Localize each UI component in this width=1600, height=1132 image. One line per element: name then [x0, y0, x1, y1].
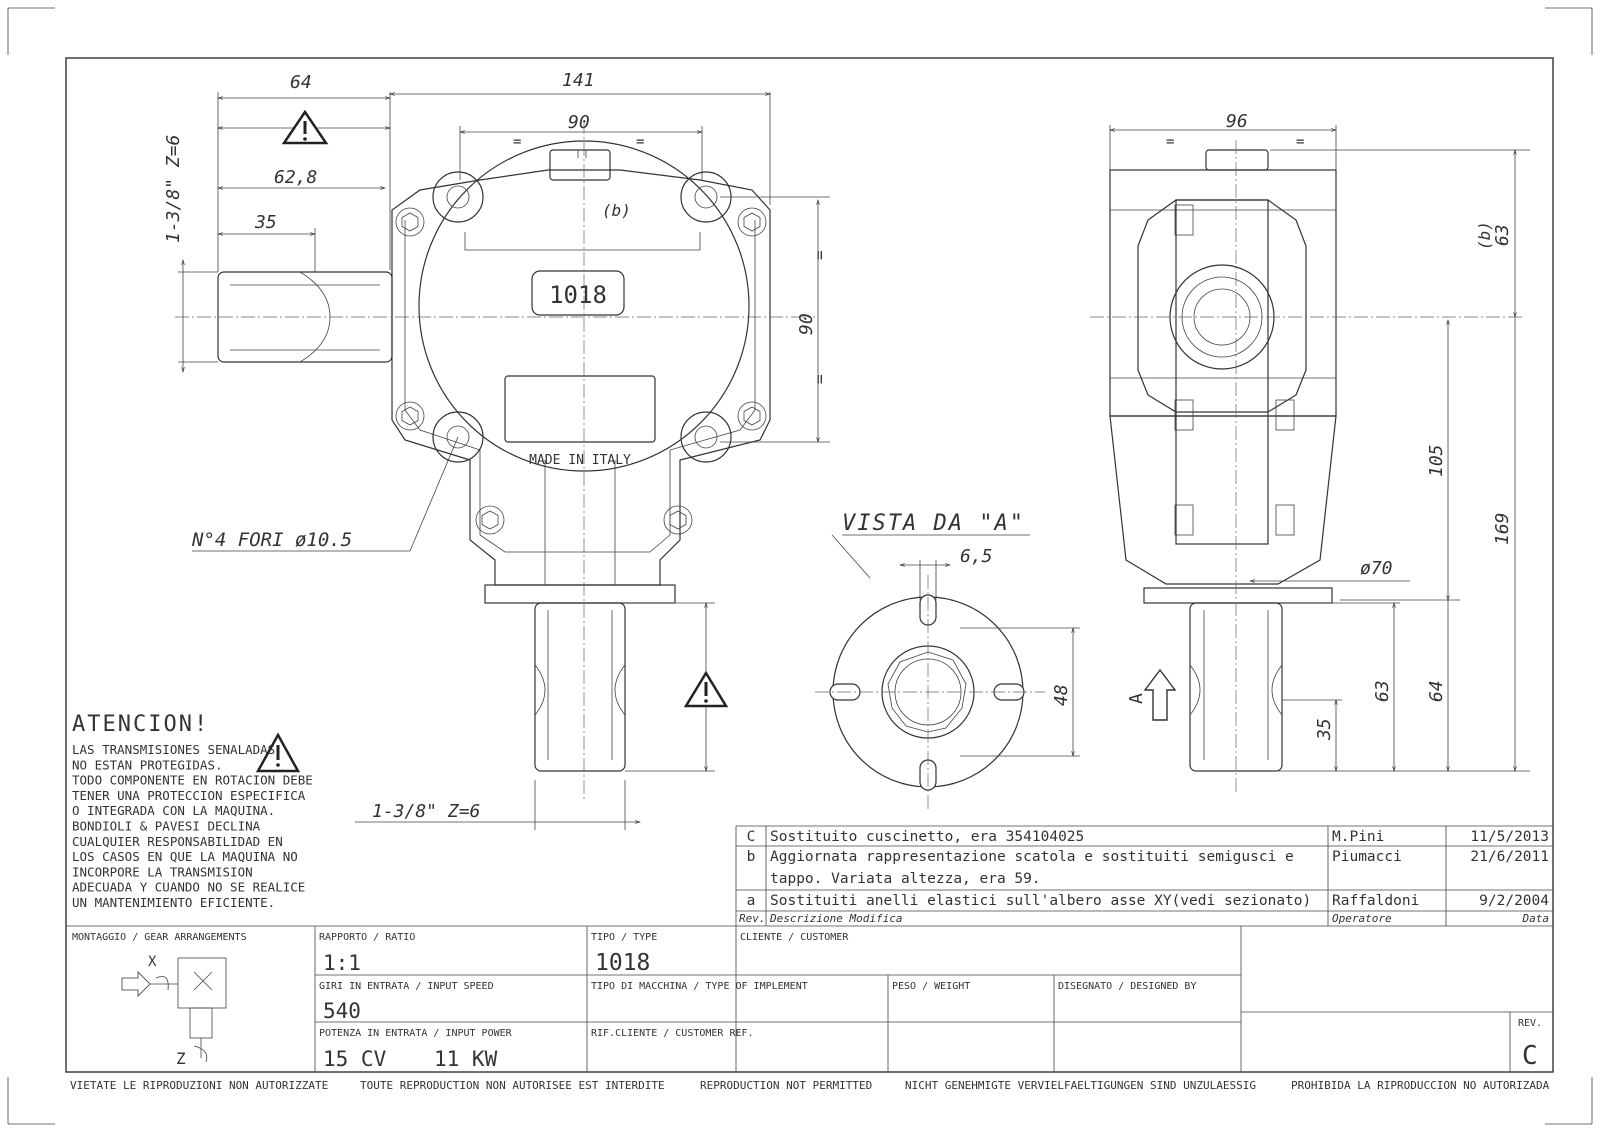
dim-90-top: 90: [568, 112, 590, 133]
dim-35-side: 35: [1314, 718, 1335, 741]
rev-header-date: Data: [1522, 912, 1550, 925]
revision-date: 9/2/2004: [1479, 893, 1549, 909]
front-view: 64 141 90 62,8 35 1-3/8" Z=6 (b) 1018 90…: [163, 70, 830, 830]
rev-header-operator: Operatore: [1332, 912, 1392, 925]
drawing-frame: [65, 57, 1554, 1073]
warning-line: INCORPORE LA TRANSMISION: [72, 864, 253, 879]
dim-62-8: 62,8: [274, 167, 317, 188]
title-block: X Z MONTAGGIO / GEAR ARRANGEMENTS RAPPOR…: [66, 925, 1553, 1072]
revision-operator: Piumacci: [1332, 849, 1402, 865]
montaggio-label: MONTAGGIO / GEAR ARRANGEMENTS: [72, 932, 247, 943]
warning-title: ATENCION!: [72, 712, 209, 737]
equal-mark-upper: =: [810, 250, 829, 260]
warning-line: LOS CASOS EN QUE LA MAQUINA NO: [72, 849, 298, 864]
footer-fr: TOUTE REPRODUCTION NON AUTORISEE EST INT…: [360, 1079, 665, 1092]
revision-operator: M.Pini: [1332, 829, 1384, 845]
ratio-label: RAPPORTO / RATIO: [319, 932, 415, 943]
footer-notices: VIETATE LE RIPRODUZIONI NON AUTORIZZATE …: [70, 1079, 1550, 1092]
dim-6-5: 6,5: [960, 546, 993, 567]
revision-description: Sostituiti anelli elastici sull'albero a…: [770, 893, 1311, 909]
rev-value: C: [1522, 1041, 1538, 1071]
label-b: (b): [602, 201, 631, 220]
dim-141: 141: [562, 70, 595, 91]
detail-view-a: VISTA DA "A" 6,5 48: [815, 511, 1080, 810]
shaft-spec-left: 1-3/8" Z=6: [163, 135, 184, 243]
warning-line: CUALQUIER RESPONSABILIDAD EN: [72, 834, 283, 849]
designed-label: DISEGNATO / DESIGNED BY: [1058, 981, 1196, 992]
footer-es: PROHIBIDA LA RIPRODUCCION NO AUTORIZADA: [1291, 1079, 1550, 1092]
revision-description: Sostituito cuscinetto, era 354104025: [770, 829, 1084, 845]
rev-header-rev: Rev.: [739, 912, 766, 925]
power-label: POTENZA IN ENTRATA / INPUT POWER: [319, 1028, 513, 1039]
corner-marks: [7, 7, 1593, 1125]
warning-line: UN MANTENIMIENTO EFICIENTE.: [72, 895, 275, 910]
side-view: 96 = = (b) 63 105 169 ø70 35 63 64 A: [1090, 111, 1530, 795]
rev-label: REV.: [1518, 1018, 1542, 1029]
revision-description: Aggiornata rappresentazione scatola e so…: [770, 849, 1294, 865]
view-arrow-icon: [1143, 668, 1177, 721]
dim-dia-70: ø70: [1360, 558, 1393, 579]
dim-64: 64: [290, 72, 312, 93]
tipo-label: TIPO / TYPE: [591, 932, 657, 943]
warning-triangle-icon: [683, 670, 729, 708]
revision-letter: a: [747, 893, 756, 909]
axis-x-label: X: [148, 954, 157, 970]
revision-description-cont: tappo. Variata altezza, era 59.: [770, 871, 1041, 887]
rev-header-desc: Descrizione Modifica: [769, 912, 902, 925]
made-in-italy: MADE IN ITALY: [529, 453, 631, 468]
dim-63-top: 63: [1492, 224, 1513, 246]
warning-line: NO ESTAN PROTEGIDAS.: [72, 757, 223, 772]
footer-de: NICHT GENEHMIGTE VERVIELFAELTIGUNGEN SIN…: [905, 1079, 1256, 1092]
revision-table: C Sostituito cuscinetto, era 354104025 M.P…: [735, 825, 1553, 927]
gear-arrangement-icon: [121, 957, 227, 1063]
warning-line: TENER UNA PROTECCION ESPECIFICA: [72, 788, 306, 803]
model-number: 1018: [549, 281, 607, 309]
power-cv: 15 CV: [323, 1047, 387, 1071]
cliente-label: CLIENTE / CUSTOMER: [740, 932, 849, 943]
revision-letter: b: [747, 849, 756, 865]
dim-48: 48: [1051, 684, 1072, 706]
speed-value: 540: [323, 999, 361, 1023]
tipo-value: 1018: [595, 950, 650, 976]
ref-label: RIF.CLIENTE / CUSTOMER REF.: [591, 1028, 754, 1039]
dim-63-side: 63: [1372, 680, 1393, 702]
revision-date: 11/5/2013: [1470, 829, 1549, 845]
warning-triangle-icon: [255, 732, 301, 773]
machine-label: TIPO DI MACCHINA / TYPE OF IMPLEMENT: [591, 981, 808, 992]
warning-line: BONDIOLI & PAVESI DECLINA: [72, 819, 261, 834]
warning-line: O INTEGRADA CON LA MAQUINA.: [72, 803, 275, 818]
dim-96: 96: [1226, 111, 1248, 132]
label-b-side: (b): [1475, 221, 1494, 250]
ratio-value: 1:1: [323, 951, 361, 975]
weight-label: PESO / WEIGHT: [892, 981, 970, 992]
equal-mark-side-right: =: [1296, 134, 1304, 150]
holes-callout: N°4 FORI ø10.5: [191, 529, 352, 551]
equal-mark-top-left: =: [513, 134, 521, 150]
warning-line: ADECUADA Y CUANDO NO SE REALICE: [72, 880, 305, 895]
dim-105: 105: [1426, 444, 1447, 477]
equal-mark-top-right: =: [636, 134, 644, 150]
footer-en: REPRODUCTION NOT PERMITTED: [700, 1079, 872, 1092]
shaft-spec-bottom: 1-3/8" Z=6: [372, 801, 480, 822]
warning-triangle-icon: [281, 109, 329, 145]
revision-date: 21/6/2011: [1470, 849, 1549, 865]
power-kw: 11 KW: [434, 1047, 498, 1071]
revision-letter: C: [747, 829, 756, 845]
equal-mark-side-left: =: [1166, 134, 1174, 150]
view-arrow-label: A: [1126, 693, 1147, 704]
speed-label: GIRI IN ENTRATA / INPUT SPEED: [319, 981, 494, 992]
warning-line: TODO COMPONENTE EN ROTACION DEBE: [72, 773, 313, 788]
dim-90-right: 90: [796, 313, 817, 335]
warning-note: ATENCION! LAS TRANSMISIONES SENALADASNO …: [72, 712, 313, 910]
equal-mark-lower: =: [810, 374, 829, 384]
dim-64-side: 64: [1426, 680, 1447, 702]
detail-title: VISTA DA "A": [842, 511, 1025, 536]
dim-35: 35: [254, 212, 277, 233]
warning-line: LAS TRANSMISIONES SENALADAS: [72, 742, 275, 757]
footer-it: VIETATE LE RIPRODUZIONI NON AUTORIZZATE: [70, 1079, 328, 1092]
axis-z-label: Z: [176, 1049, 186, 1068]
revision-operator: Raffaldoni: [1332, 893, 1419, 909]
dim-169: 169: [1492, 512, 1513, 545]
